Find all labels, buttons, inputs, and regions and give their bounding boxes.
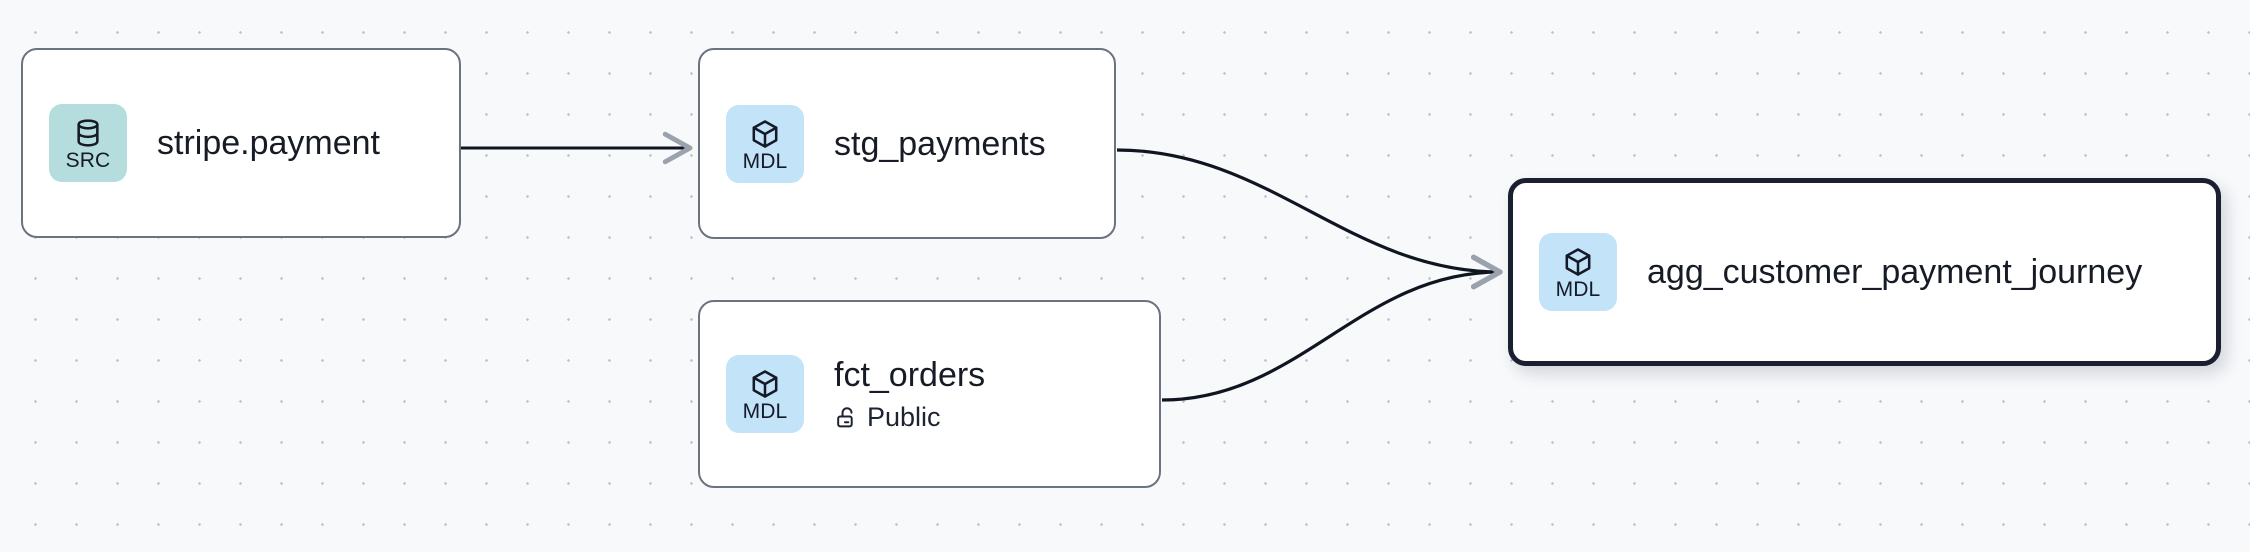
cube-icon: [752, 119, 778, 148]
edge-fct-to-agg: [1161, 254, 1503, 402]
node-stripe-payment[interactable]: SRC stripe.payment: [21, 48, 461, 238]
cube-icon: [752, 370, 778, 398]
cube-icon: [1565, 248, 1591, 276]
node-type-badge: MDL: [1539, 233, 1617, 311]
node-body: agg_customer_payment_journey: [1647, 252, 2142, 292]
database-icon: [77, 119, 99, 147]
node-title: fct_orders: [834, 356, 986, 394]
badge-label: MDL: [742, 149, 788, 173]
node-title: agg_customer_payment_journey: [1647, 253, 2143, 291]
node-type-badge: MDL: [726, 355, 804, 433]
node-body: fct_orders Public: [834, 355, 985, 433]
node-title: stripe.payment: [157, 124, 380, 162]
node-type-badge: MDL: [726, 104, 804, 183]
node-stg-payments[interactable]: MDL stg_payments: [698, 48, 1116, 239]
unlock-icon: [837, 406, 853, 427]
badge-label: MDL: [742, 400, 788, 423]
node-body: stg_payments: [834, 124, 1046, 164]
node-body: stripe.payment: [157, 123, 380, 163]
badge-label: SRC: [65, 149, 111, 172]
node-subtitle: Public: [834, 401, 985, 433]
edge-stg-to-agg: [1116, 148, 1503, 290]
node-title: stg_payments: [834, 124, 1046, 163]
badge-label: MDL: [1555, 278, 1601, 301]
node-type-badge: SRC: [49, 104, 127, 182]
node-agg-customer-payment-journey[interactable]: MDL agg_customer_payment_journey: [1508, 178, 2221, 366]
node-fct-orders[interactable]: MDL fct_orders Public: [698, 300, 1161, 488]
node-subtitle-label: Public: [867, 402, 941, 432]
